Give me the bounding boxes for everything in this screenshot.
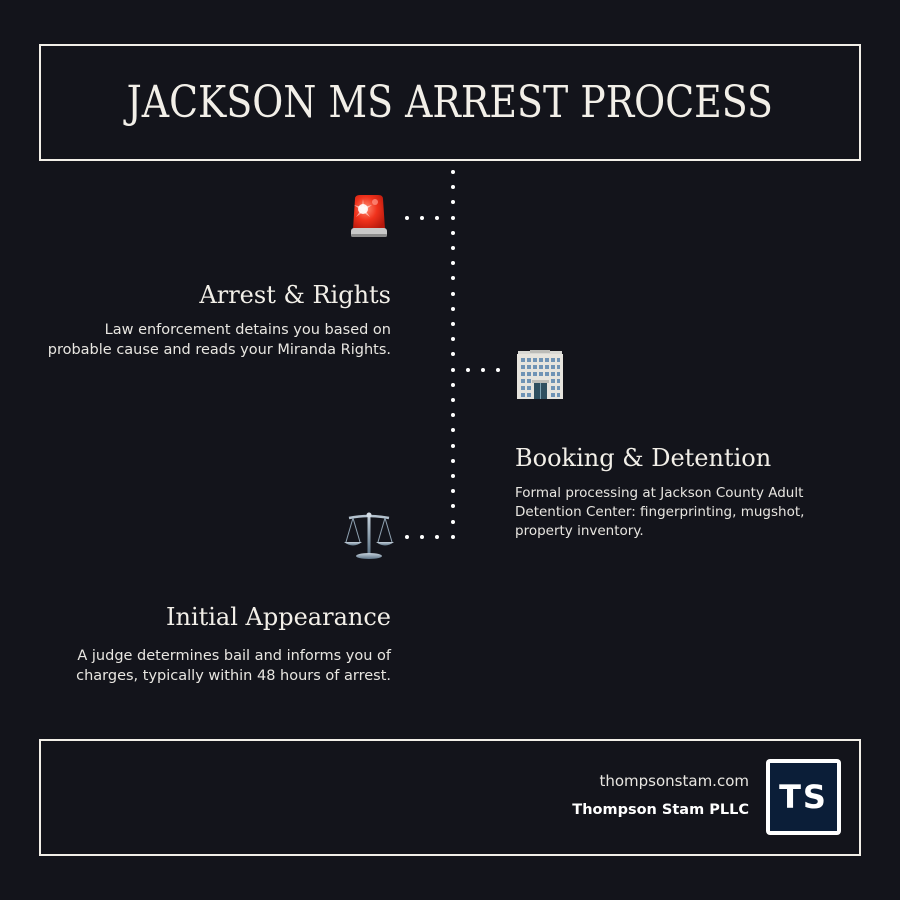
timeline-dot	[466, 368, 470, 372]
step-title: Initial Appearance	[166, 603, 391, 631]
timeline-dot	[451, 307, 455, 311]
page-title: JACKSON MS ARREST PROCESS	[126, 77, 774, 128]
timeline-dot	[451, 459, 455, 463]
police-siren-icon	[351, 195, 387, 237]
timeline-dot	[451, 398, 455, 402]
timeline-dot	[451, 474, 455, 478]
timeline-dot	[451, 444, 455, 448]
timeline-dot	[420, 535, 424, 539]
timeline-dot	[451, 276, 455, 280]
step-description: Law enforcement detains you based on pro…	[47, 322, 391, 358]
step-description: A judge determines bail and informs you …	[76, 648, 391, 684]
timeline-dot	[405, 216, 409, 220]
website-link[interactable]: thompsonstam.com	[599, 772, 749, 790]
timeline-dot	[451, 292, 455, 296]
timeline-dot	[451, 231, 455, 235]
timeline-dot	[435, 535, 439, 539]
step-title: Booking & Detention	[515, 444, 772, 472]
footer-box: thompsonstam.com Thompson Stam PLLC TS	[39, 739, 861, 856]
timeline-dot	[451, 246, 455, 250]
step-title: Arrest & Rights	[199, 281, 391, 309]
timeline-dot	[451, 185, 455, 189]
timeline-dot	[451, 413, 455, 417]
timeline-dot	[451, 383, 455, 387]
step-description: Formal processing at Jackson County Adul…	[515, 485, 805, 539]
timeline-dot	[451, 337, 455, 341]
timeline-dot	[451, 216, 455, 220]
timeline-dot	[451, 520, 455, 524]
timeline-dot	[451, 170, 455, 174]
timeline-dot	[451, 261, 455, 265]
timeline-dot	[405, 535, 409, 539]
firm-logo: TS	[766, 759, 841, 835]
timeline-dot	[451, 504, 455, 508]
timeline-dot	[420, 216, 424, 220]
timeline-dot	[451, 368, 455, 372]
firm-name: Thompson Stam PLLC	[572, 802, 749, 818]
logo-text: TS	[779, 778, 828, 816]
timeline-dot	[451, 352, 455, 356]
timeline-dot	[451, 322, 455, 326]
office-building-icon	[517, 350, 563, 399]
timeline-dot	[496, 368, 500, 372]
timeline-dot	[451, 535, 455, 539]
logo-badge: TS	[770, 763, 837, 831]
timeline-dot	[451, 428, 455, 432]
header-box: JACKSON MS ARREST PROCESS	[39, 44, 861, 161]
timeline-dot	[451, 489, 455, 493]
balance-scale-icon	[344, 512, 394, 559]
timeline-dot	[451, 200, 455, 204]
timeline-dot	[435, 216, 439, 220]
timeline-dot	[481, 368, 485, 372]
